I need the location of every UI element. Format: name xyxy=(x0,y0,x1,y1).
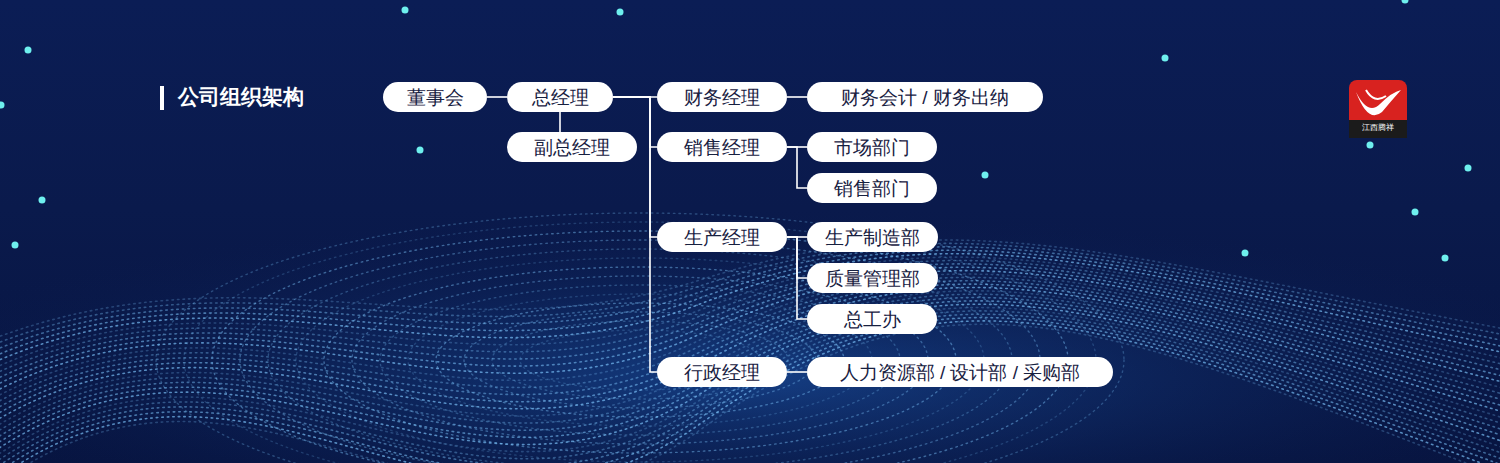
glow-dot xyxy=(1442,255,1449,262)
org-box: 市场部门 xyxy=(807,132,937,162)
wave-line xyxy=(0,240,1500,340)
wave-line xyxy=(0,311,1500,463)
org-box: 总经理 xyxy=(507,82,613,112)
wave-line xyxy=(0,247,1500,352)
wave-ring xyxy=(184,222,1096,463)
glow-dot xyxy=(1465,165,1472,172)
glow-dot xyxy=(1402,0,1409,4)
glow-stalk xyxy=(419,150,420,230)
glow-stalk xyxy=(1467,168,1468,300)
org-box: 财务经理 xyxy=(657,82,787,112)
org-box: 生产制造部 xyxy=(807,222,938,252)
glow-stalk xyxy=(1404,0,1405,60)
glow-dot xyxy=(982,172,989,179)
glow-dot xyxy=(402,7,409,14)
glow-stalk xyxy=(41,200,42,300)
wave-line xyxy=(0,324,1500,463)
wave-line xyxy=(0,304,1500,454)
box-label: 总经理 xyxy=(532,88,589,107)
title-bar xyxy=(160,86,164,110)
box-label: 质量管理部 xyxy=(825,269,920,288)
glow-stalk xyxy=(1369,145,1370,330)
wave-line xyxy=(0,250,1500,358)
box-label: 总工办 xyxy=(844,310,901,329)
org-box: 销售部门 xyxy=(807,173,937,203)
glow-dot xyxy=(1242,250,1249,257)
org-box: 总工办 xyxy=(807,304,937,334)
wave-ring xyxy=(268,249,1012,463)
wave-ring xyxy=(212,231,1068,463)
glow-stalk xyxy=(14,245,15,430)
wave-ring xyxy=(492,321,788,399)
box-label: 副总经理 xyxy=(534,138,610,157)
wave-ring xyxy=(408,294,872,426)
box-label: 生产制造部 xyxy=(825,228,920,247)
glow-dot xyxy=(39,197,46,204)
org-connector xyxy=(787,96,807,98)
glow-dot xyxy=(0,102,5,109)
org-box: 董事会 xyxy=(383,82,487,112)
box-label: 销售经理 xyxy=(684,138,760,157)
glow-stalk xyxy=(404,10,405,150)
glow-stalk xyxy=(27,50,28,300)
org-box: 生产经理 xyxy=(657,222,787,252)
wave-ring xyxy=(156,213,1124,463)
org-box: 财务会计 / 财务出纳 xyxy=(807,82,1043,112)
org-box: 人力资源部 / 设计部 / 采购部 xyxy=(807,357,1113,387)
wave-line xyxy=(0,271,1500,394)
wave-line xyxy=(0,298,1500,442)
box-label: 销售部门 xyxy=(834,179,910,198)
wave-line xyxy=(0,301,1500,448)
box-label: 财务经理 xyxy=(684,88,760,107)
wave-line xyxy=(0,284,1500,418)
wave-line xyxy=(0,277,1500,406)
glow-dot xyxy=(1412,209,1419,216)
box-label: 市场部门 xyxy=(834,138,910,157)
wave-ring xyxy=(240,240,1040,463)
box-label: 生产经理 xyxy=(684,228,760,247)
org-box: 行政经理 xyxy=(657,357,787,387)
org-connector xyxy=(487,96,507,98)
glow-dot xyxy=(617,9,624,16)
company-logo xyxy=(1349,80,1407,138)
org-box: 质量管理部 xyxy=(807,263,938,293)
box-label: 董事会 xyxy=(407,88,464,107)
wave-ring xyxy=(464,312,816,408)
wave-line xyxy=(0,314,1500,463)
glow-dot xyxy=(25,47,32,54)
box-label: 行政经理 xyxy=(684,363,760,382)
org-box: 副总经理 xyxy=(507,132,637,162)
box-label: 人力资源部 / 设计部 / 采购部 xyxy=(840,363,1081,382)
glow-stalk xyxy=(1414,212,1415,340)
glow-dot xyxy=(1367,142,1374,149)
glow-stalk xyxy=(1244,253,1245,420)
glow-stalk xyxy=(0,105,1,250)
logo-label: 江西腾祥 xyxy=(1349,121,1407,135)
box-label: 财务会计 / 财务出纳 xyxy=(841,88,1009,107)
glow-stalk xyxy=(619,12,620,100)
org-connector xyxy=(787,147,807,188)
org-connector xyxy=(787,371,807,373)
glow-dot xyxy=(1162,55,1169,62)
diagram-title: 公司组织架构 xyxy=(178,84,304,110)
glow-stalk xyxy=(1444,258,1445,400)
wave-line xyxy=(0,274,1500,400)
org-box: 销售经理 xyxy=(657,132,787,162)
glow-stalk xyxy=(984,175,985,290)
glow-dot xyxy=(12,242,19,249)
org-connector xyxy=(559,112,561,132)
org-connector xyxy=(787,237,807,319)
wave-ring xyxy=(436,303,844,417)
glow-stalk xyxy=(1164,58,1165,300)
glow-dot xyxy=(417,147,424,154)
